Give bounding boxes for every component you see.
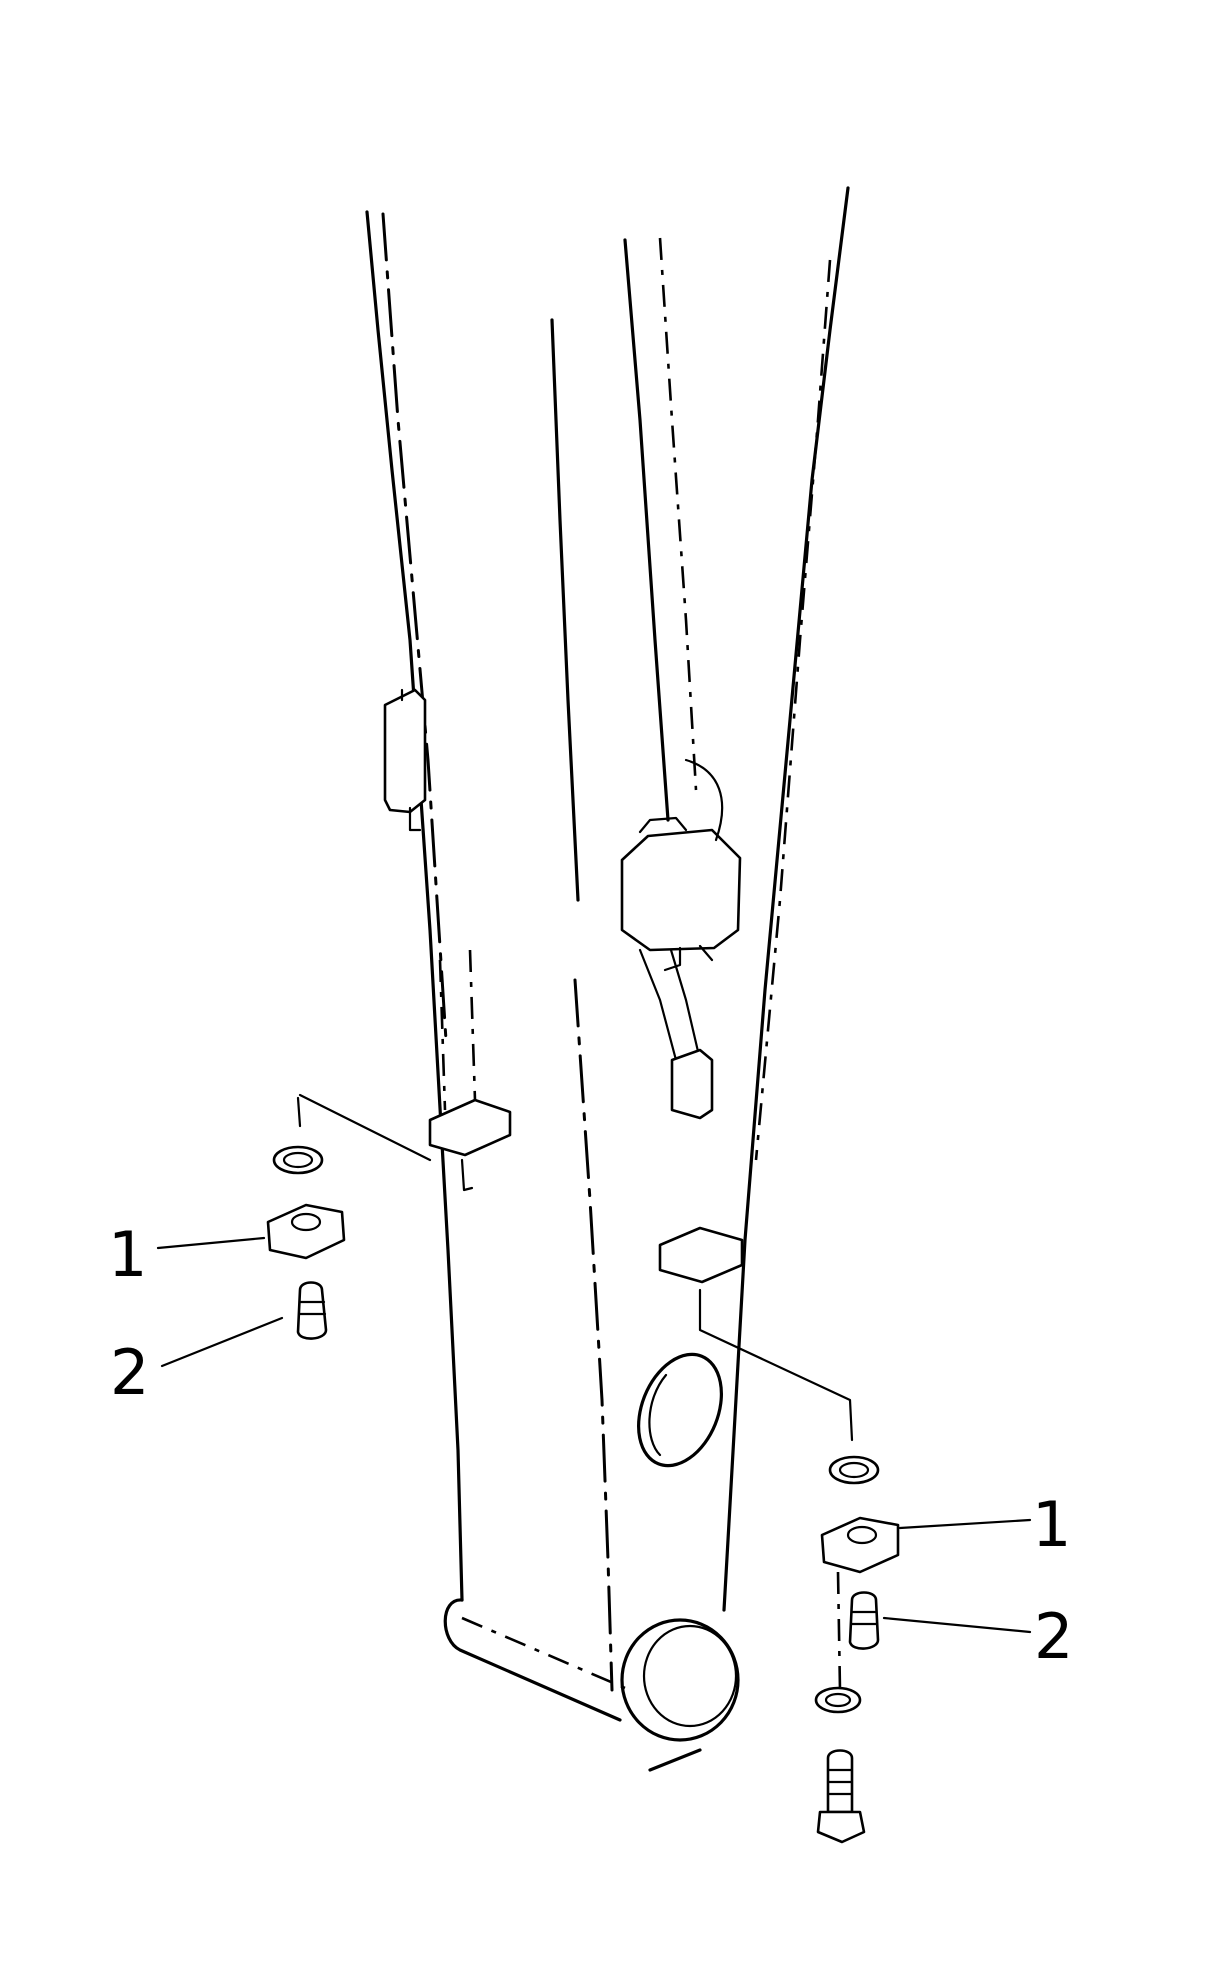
- left-grease-nipple: [296, 1281, 328, 1340]
- boom-foot-hidden: [461, 1616, 626, 1690]
- left-fitting-block: [266, 1203, 346, 1260]
- hose-clamp: [670, 1048, 714, 1120]
- callout-right-2: 2: [1034, 1600, 1073, 1673]
- right-grease-nipple: [848, 1591, 880, 1650]
- lower-mount-plate: [658, 1226, 744, 1284]
- left-washer: [272, 1145, 324, 1175]
- right-washer: [828, 1455, 880, 1485]
- left-exploded-assembly: [156, 1093, 432, 1368]
- boom-center-line: [550, 318, 580, 902]
- callout-left-2: 2: [110, 1336, 149, 1409]
- right-exploded-assembly: [698, 1288, 1032, 1844]
- side-hole-inner: [648, 1373, 668, 1457]
- hose-line-b: [658, 237, 698, 791]
- right-fitting-block: [820, 1516, 900, 1574]
- right-bolt-threads: [826, 1768, 854, 1796]
- valve-block-left: [383, 688, 427, 814]
- hose-line-a: [623, 238, 670, 822]
- right-fitting-hole: [846, 1525, 878, 1545]
- right-lower-washer-hole: [824, 1692, 852, 1708]
- right-nipple-threads: [849, 1610, 879, 1626]
- left-fitting-hole: [290, 1212, 322, 1232]
- right-lower-washer: [814, 1686, 862, 1714]
- boom-left-hidden-edge: [381, 212, 448, 1042]
- left-1-leader: [156, 1236, 266, 1250]
- side-hole-outer: [637, 1352, 723, 1468]
- right-washer-hole: [838, 1461, 870, 1479]
- pin-boss-outer: [620, 1618, 740, 1742]
- valve-hose-loop: [684, 758, 724, 842]
- valve-block-center-details: [638, 816, 714, 972]
- valve-block-center: [620, 828, 742, 952]
- left-plate-tab: [460, 1158, 474, 1192]
- right-axis-line: [836, 1571, 842, 1691]
- boom-left-edge: [365, 210, 464, 1602]
- right-leader-line: [698, 1288, 854, 1442]
- boom-arm: [365, 186, 850, 1772]
- left-2-leader: [160, 1316, 284, 1368]
- boss-bottom-edge: [648, 1748, 702, 1772]
- callout-left-1: 1: [108, 1218, 147, 1291]
- left-nipple-threads: [297, 1300, 327, 1316]
- left-plate: [428, 1098, 512, 1157]
- boom-foot-left: [443, 1598, 622, 1722]
- callout-right-1: 1: [1032, 1488, 1071, 1561]
- left-leader-line: [296, 1093, 432, 1162]
- pin-boss-inner: [642, 1624, 738, 1728]
- valve-block-left-details: [400, 688, 422, 832]
- left-mount-plate: [428, 949, 512, 1192]
- boom-center-hidden-line: [573, 978, 614, 1692]
- right-1-leader: [898, 1518, 1032, 1530]
- boom-right-edge: [722, 186, 850, 1612]
- valve-center: [620, 758, 744, 1284]
- boom-right-hidden-edge: [754, 259, 832, 1161]
- right-bolt-head: [816, 1810, 866, 1844]
- left-washer-hole: [282, 1151, 314, 1169]
- valve-left-upper: [383, 688, 427, 832]
- right-2-leader: [882, 1616, 1032, 1634]
